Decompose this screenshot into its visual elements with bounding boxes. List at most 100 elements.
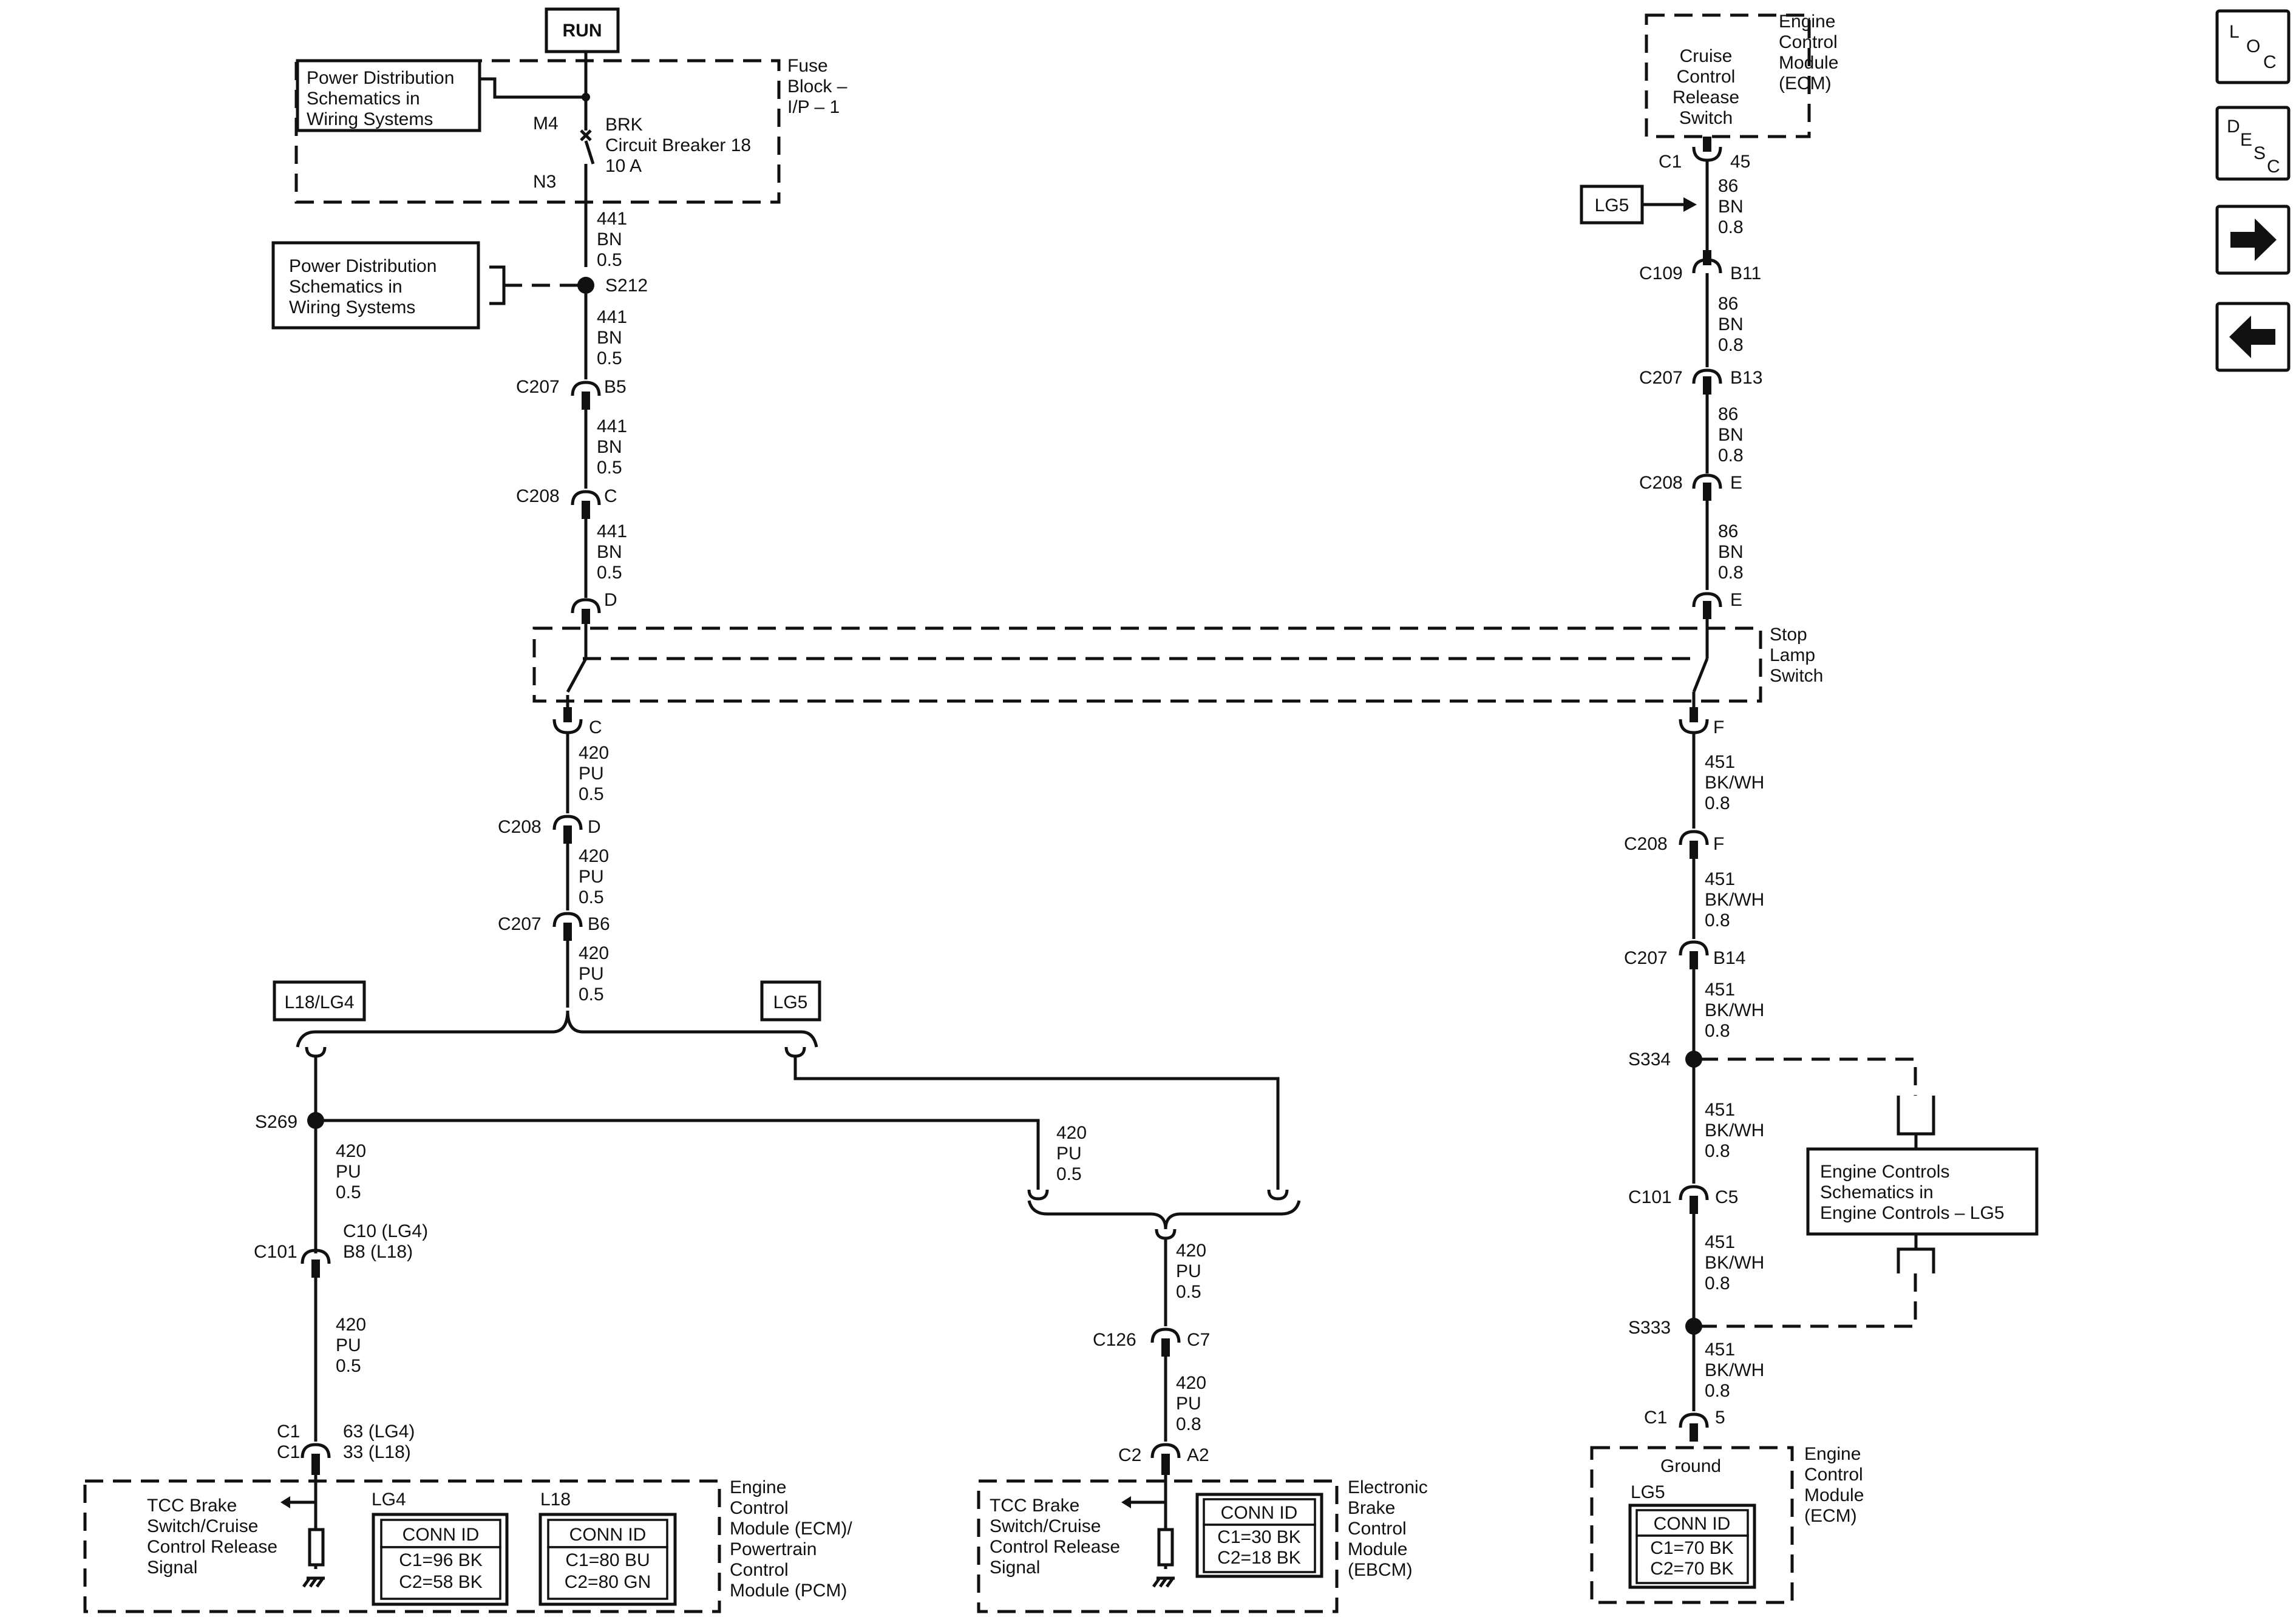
svg-text:Block –: Block – [787,76,847,97]
svg-text:Control Release: Control Release [990,1537,1120,1557]
engine-controls-box[interactable] [1806,1147,2039,1236]
splice-label: S333 [1628,1318,1671,1338]
option-lg5-top-box[interactable] [1580,185,1644,225]
svg-text:BK/WH: BK/WH [1705,1253,1764,1273]
svg-text:Control Release: Control Release [147,1537,277,1557]
connector-c208-c [571,490,601,519]
option-l18-lg4-box[interactable] [273,980,366,1022]
connector-pin: B11 [1730,263,1761,283]
svg-text:Circuit Breaker 18: Circuit Breaker 18 [605,135,751,155]
desc-button[interactable]: D E S C [2215,106,2291,181]
ground-icon [302,1576,325,1588]
svg-text:0.5: 0.5 [597,563,622,583]
wire-label: 451 BK/WH 0.8 [1705,1340,1764,1401]
wire-label: 451 BK/WH 0.8 [1705,1232,1764,1293]
wire-label: 420 PU 0.5 [579,943,609,1005]
svg-text:Module: Module [1804,1485,1864,1505]
svg-text:BN: BN [597,437,622,457]
svg-text:C: C [2263,52,2277,72]
pd1-link [480,77,586,99]
svg-text:420: 420 [1176,1373,1206,1393]
stop-lamp-switch-label: Stop Lamp Switch [1770,625,1823,686]
wire-s269-to-ebcm [316,1119,1040,1190]
brace-end [1267,1189,1289,1201]
arrow-left-icon [1121,1496,1131,1508]
connector-pin: A2 [1187,1445,1209,1465]
connector-pin: B5 [604,377,627,397]
svg-text:Schematics in: Schematics in [1820,1182,1934,1202]
conn-id-ecm: CONN ID C1=70 BK C2=70 BK [1628,1503,1756,1589]
connector-c126-c7 [1150,1327,1181,1357]
power-distribution-box-1[interactable] [296,59,481,132]
svg-text:BK/WH: BK/WH [1705,773,1764,793]
svg-text:0.5: 0.5 [579,887,604,907]
conn-id-ecm-title: LG5 [1631,1482,1665,1502]
conn-id-l18-title: L18 [540,1490,571,1510]
svg-text:Module (PCM): Module (PCM) [730,1581,847,1601]
wire-label: 86 BN 0.8 [1718,521,1744,583]
svg-text:BK/WH: BK/WH [1705,1360,1764,1380]
connector-c208-f [1679,830,1709,859]
svg-text:0.5: 0.5 [597,458,622,478]
svg-text:BN: BN [597,229,622,249]
connector-pin: C [589,717,602,737]
svg-text:Signal: Signal [147,1558,197,1578]
ground-icon [1152,1576,1175,1588]
connector-name: C126 [1093,1330,1136,1350]
ground-label: Ground [1660,1456,1721,1476]
svg-text:Control: Control [1348,1519,1407,1539]
connector-pin: B8 (L18) [343,1242,413,1262]
svg-text:BK/WH: BK/WH [1705,890,1764,910]
svg-text:Schematics in: Schematics in [307,89,420,109]
option-lg5-box[interactable] [760,980,821,1022]
connector-c101-c5 [1679,1185,1709,1214]
connector-name: C101 [1628,1187,1672,1207]
svg-text:CONN ID: CONN ID [402,1525,480,1545]
bracket [1897,1096,1935,1136]
svg-text:Power Distribution: Power Distribution [307,68,454,88]
svg-text:CONN ID: CONN ID [569,1525,647,1545]
svg-text:Lamp: Lamp [1770,645,1815,665]
conn-id-ebcm: CONN ID C1=30 BK C2=18 BK [1195,1493,1323,1578]
wire-label: 441 BN 0.5 [597,521,627,583]
conn-id-lg4: CONN ID C1=96 BK C2=58 BK [372,1513,509,1606]
svg-text:0.8: 0.8 [1705,1021,1730,1041]
svg-text:10 A: 10 A [605,156,642,176]
svg-text:420: 420 [336,1315,366,1335]
svg-text:(ECM): (ECM) [1804,1506,1857,1526]
run-box [545,7,620,53]
wire-label: 451 BK/WH 0.8 [1705,752,1764,813]
svg-text:BRK: BRK [605,115,643,135]
connector-pin: 63 (LG4) [343,1422,415,1442]
svg-text:C2=18 BK: C2=18 BK [1217,1548,1301,1568]
loc-button[interactable]: L O C [2215,9,2291,84]
svg-text:BN: BN [597,542,622,562]
connector-pin: C [604,486,617,506]
svg-text:E: E [2240,130,2252,150]
svg-text:Engine: Engine [1804,1444,1861,1464]
wire-label: 86 BN 0.8 [1718,294,1744,355]
power-distribution-box-2[interactable] [271,241,480,330]
connector-name: C2 [1118,1445,1141,1465]
svg-text:0.8: 0.8 [1176,1414,1201,1434]
mid-brace [1027,1200,1301,1230]
svg-text:0.5: 0.5 [1056,1164,1082,1184]
svg-text:86: 86 [1718,521,1738,541]
svg-text:CONN ID: CONN ID [1221,1503,1298,1523]
wire-label: 420 PU 0.5 [1056,1123,1087,1184]
connector-pin: B6 [588,914,610,934]
connector-c101-left [301,1249,331,1278]
svg-text:C1=30 BK: C1=30 BK [1217,1527,1301,1547]
connector-name: C1 [1659,152,1682,172]
svg-text:Module (ECM)/: Module (ECM)/ [730,1519,852,1539]
next-button[interactable] [2215,205,2291,275]
prev-button[interactable] [2215,302,2291,372]
bracket [1897,1247,1935,1273]
wire-label: 451 BK/WH 0.8 [1705,869,1764,931]
svg-text:420: 420 [1056,1123,1087,1143]
svg-text:Engine: Engine [1779,12,1835,32]
svg-text:0.8: 0.8 [1705,1381,1730,1401]
stop-lamp-switch-outline [532,626,1762,703]
connector-c1-left [301,1443,331,1475]
option-lg5-label: LG5 [773,992,808,1012]
